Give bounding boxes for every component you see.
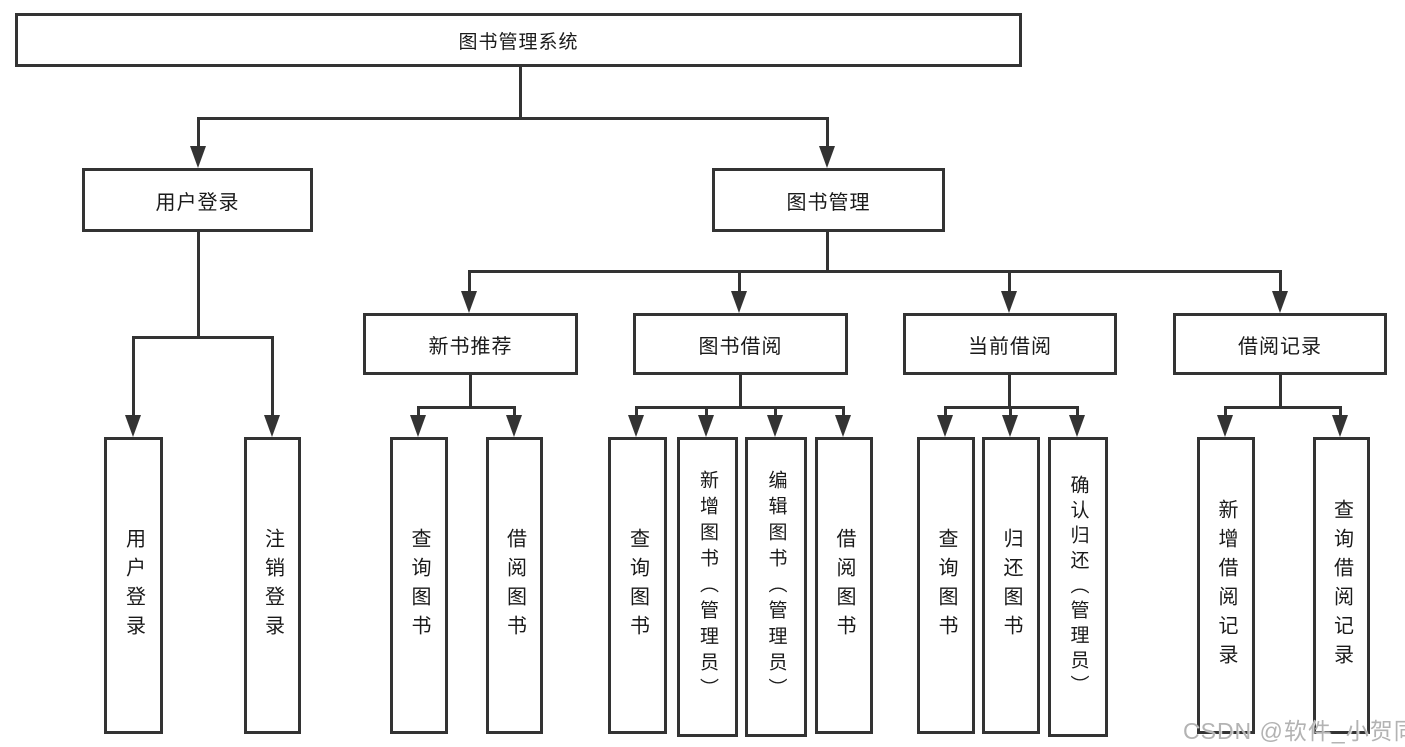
arrow-to-br-query-record	[1332, 406, 1348, 437]
node-new-book-recommend-label: 新书推荐	[428, 335, 513, 358]
leaf-logout: 注销登录	[244, 437, 301, 734]
leaf-cb-confirm-return-label: 确认归还（管理员）	[1067, 474, 1089, 700]
connector-level1-rail	[198, 117, 829, 120]
connector-book-management-stem	[826, 232, 829, 272]
leaf-cb-query-book-label: 查询图书	[935, 527, 957, 644]
leaf-nb-query-book-label: 查询图书	[408, 527, 430, 644]
node-book-borrow: 图书借阅	[633, 313, 848, 375]
arrow-to-cb-confirm-return	[1069, 406, 1085, 437]
leaf-bb-add-book: 新增图书（管理员）	[677, 437, 738, 737]
arrow-to-book-management	[819, 117, 835, 168]
leaf-br-add-record-label: 新增借阅记录	[1215, 498, 1237, 673]
node-user-login-branch-label: 用户登录	[155, 191, 240, 214]
connector-new-book-stem	[469, 375, 472, 408]
node-book-management-branch: 图书管理	[712, 168, 945, 232]
node-current-borrow: 当前借阅	[903, 313, 1117, 375]
leaf-bb-query-book: 查询图书	[608, 437, 667, 734]
leaf-cb-return-book-label: 归还图书	[1000, 527, 1022, 644]
leaf-cb-confirm-return: 确认归还（管理员）	[1048, 437, 1108, 737]
leaf-nb-borrow-book-label: 借阅图书	[503, 527, 526, 644]
leaf-br-query-record: 查询借阅记录	[1313, 437, 1370, 734]
node-root-system-label: 图书管理系统	[458, 31, 579, 53]
connector-new-book-rail	[417, 406, 516, 409]
connector-book-borrow-stem	[739, 375, 742, 408]
connector-book-borrow-rail	[635, 406, 845, 409]
arrow-to-bb-query-book	[628, 406, 644, 437]
leaf-bb-add-book-label: 新增图书（管理员）	[697, 470, 718, 704]
node-user-login-branch: 用户登录	[82, 168, 313, 232]
leaf-logout-label: 注销登录	[261, 527, 284, 644]
connector-borrow-records-rail	[1224, 406, 1342, 409]
arrow-to-cb-return-book	[1002, 406, 1018, 437]
arrow-to-current-borrow	[1001, 270, 1017, 313]
arrow-to-leaf-user-login	[125, 336, 141, 437]
watermark: CSDN @软件_小贺同学	[1183, 718, 1405, 744]
node-book-borrow-label: 图书借阅	[698, 335, 783, 358]
connector-user-login-stem	[197, 232, 200, 336]
connector-borrow-records-stem	[1279, 375, 1282, 408]
arrow-to-nb-borrow-book	[506, 406, 522, 437]
arrow-to-bb-borrow-book	[835, 406, 851, 437]
connector-user-login-rail	[132, 336, 274, 339]
leaf-br-query-record-label: 查询借阅记录	[1330, 498, 1353, 673]
leaf-bb-query-book-label: 查询图书	[626, 527, 649, 644]
arrow-to-leaf-logout	[264, 336, 280, 437]
arrow-to-book-borrow	[731, 270, 747, 313]
arrow-to-bb-add-book	[698, 406, 714, 437]
node-book-management-branch-label: 图书管理	[786, 191, 871, 214]
connector-level2-rail	[469, 270, 1282, 273]
leaf-br-add-record: 新增借阅记录	[1197, 437, 1255, 734]
connector-root-stem	[519, 67, 522, 118]
node-borrow-records-label: 借阅记录	[1238, 335, 1322, 358]
node-new-book-recommend: 新书推荐	[363, 313, 578, 375]
arrow-to-new-book-recommend	[461, 270, 477, 313]
leaf-bb-edit-book-label: 编辑图书（管理员）	[765, 470, 787, 704]
arrow-to-user-login	[190, 117, 206, 168]
arrow-to-br-add-record	[1217, 406, 1233, 437]
arrow-to-bb-edit-book	[767, 406, 783, 437]
node-borrow-records: 借阅记录	[1173, 313, 1387, 375]
node-current-borrow-label: 当前借阅	[968, 335, 1052, 358]
leaf-nb-borrow-book: 借阅图书	[486, 437, 543, 734]
leaf-nb-query-book: 查询图书	[390, 437, 448, 734]
leaf-bb-borrow-book: 借阅图书	[815, 437, 873, 734]
leaf-cb-return-book: 归还图书	[982, 437, 1040, 734]
leaf-cb-query-book: 查询图书	[917, 437, 975, 734]
arrow-to-cb-query-book	[937, 406, 953, 437]
leaf-bb-borrow-book-label: 借阅图书	[833, 527, 855, 644]
leaf-bb-edit-book: 编辑图书（管理员）	[745, 437, 807, 737]
connector-current-borrow-stem	[1008, 375, 1011, 408]
arrow-to-nb-query-book	[410, 406, 426, 437]
leaf-user-login-label: 用户登录	[122, 527, 145, 644]
node-root-system: 图书管理系统	[15, 13, 1022, 67]
leaf-user-login: 用户登录	[104, 437, 163, 734]
arrow-to-borrow-records	[1272, 270, 1288, 313]
